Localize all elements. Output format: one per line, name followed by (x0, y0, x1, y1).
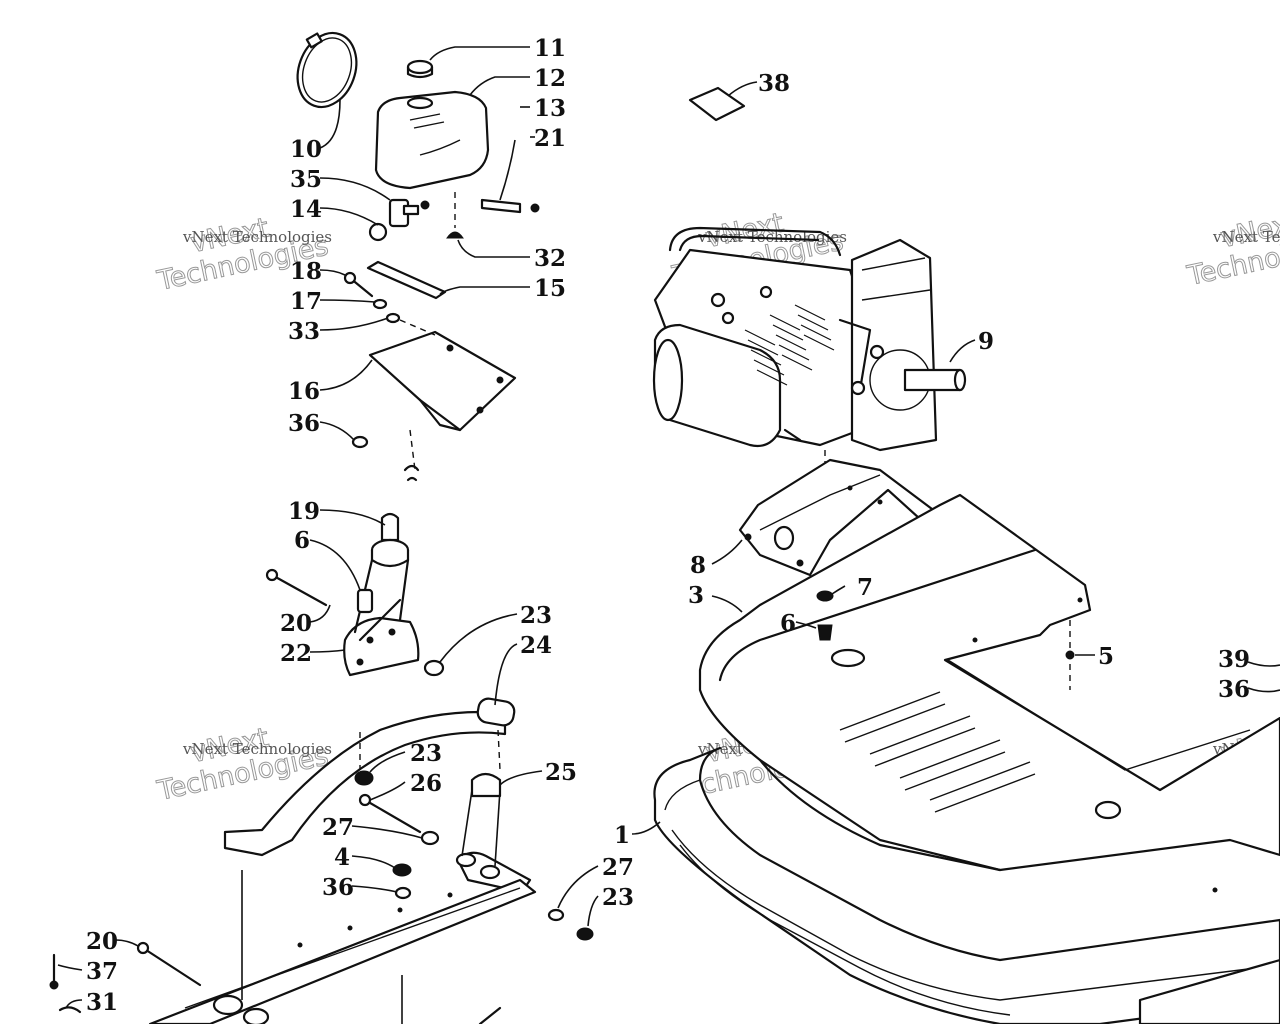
part-tank-cap (406, 59, 434, 79)
part-hose-clamp (296, 31, 358, 109)
part-hardware-mid (354, 770, 440, 900)
watermark-small: vNext Technologies (1212, 228, 1280, 246)
callout-27: 27 (602, 854, 634, 881)
part-belly-pan (698, 493, 1280, 872)
part-rivet (49, 953, 82, 1014)
callout-36: 36 (1218, 676, 1250, 703)
callout-7: 7 (857, 574, 873, 601)
callout-24: 24 (520, 632, 552, 659)
callout-16: 16 (288, 378, 320, 405)
part-edge-hardware (1247, 661, 1280, 693)
callout-labels: 11 12 13 21 10 35 14 32 18 15 17 33 16 3… (86, 35, 1250, 1016)
callout-5: 5 (1098, 643, 1114, 670)
callout-36: 36 (288, 410, 320, 437)
part-grommet (446, 192, 464, 239)
callout-35: 35 (290, 166, 322, 193)
callout-33: 33 (288, 318, 320, 345)
callout-6: 6 (780, 610, 796, 637)
callout-20: 20 (86, 928, 118, 955)
part-clamp-block (455, 772, 532, 894)
callout-18: 18 (290, 258, 322, 285)
callout-14: 14 (290, 196, 322, 223)
part-washer-nut (547, 908, 594, 941)
callout-13: 13 (534, 95, 566, 122)
part-bolt (343, 271, 374, 298)
part-long-bolt (265, 568, 328, 607)
callout-23: 23 (520, 602, 552, 629)
part-mount-bracket (343, 512, 420, 677)
callout-20: 20 (280, 610, 312, 637)
leader-lines (57, 46, 1095, 1009)
part-mount-hardware (816, 590, 834, 641)
part-fitting (368, 198, 430, 242)
callout-25: 25 (545, 759, 577, 786)
callout-26: 26 (410, 770, 442, 797)
callout-21: 21 (534, 125, 566, 152)
callout-31: 31 (86, 989, 118, 1016)
engine-cooling-fins (744, 304, 835, 386)
callout-36: 36 (322, 874, 354, 901)
part-engine (652, 226, 967, 530)
callout-8: 8 (690, 552, 706, 579)
watermark-small: vNext Technologies (182, 740, 332, 758)
part-clip (530, 203, 540, 213)
callout-17: 17 (290, 288, 322, 315)
part-oil-hose (480, 139, 522, 214)
callout-39: 39 (1218, 646, 1250, 673)
part-rivet (1065, 620, 1075, 690)
watermark-small: vNext Technologies (182, 228, 332, 246)
callout-3: 3 (688, 582, 704, 609)
callout-10: 10 (290, 136, 322, 163)
part-chassis-frame (653, 746, 1280, 1024)
part-slide-rail (223, 697, 516, 857)
callout-27: 27 (322, 814, 354, 841)
part-tank-bracket (368, 319, 517, 471)
part-oil-tank (374, 90, 490, 190)
callout-9: 9 (978, 328, 994, 355)
part-small-bolt (356, 588, 374, 614)
part-skid-rail (148, 870, 537, 1024)
callout-23: 23 (410, 740, 442, 767)
callout-23: 23 (602, 884, 634, 911)
callout-37: 37 (86, 958, 118, 985)
part-decal (688, 86, 746, 122)
callout-22: 22 (280, 640, 312, 667)
callout-11: 11 (534, 35, 566, 62)
callout-15: 15 (534, 275, 566, 302)
part-long-bolt (136, 941, 202, 987)
callout-32: 32 (534, 245, 566, 272)
callout-12: 12 (534, 65, 566, 92)
part-foam-strip (366, 260, 447, 300)
part-nut (423, 659, 445, 677)
callout-1: 1 (614, 822, 630, 849)
callout-38: 38 (758, 70, 790, 97)
callout-4: 4 (334, 844, 350, 871)
belly-pan-vents (839, 691, 1036, 813)
callout-19: 19 (288, 498, 320, 525)
callout-6: 6 (294, 527, 310, 554)
part-nut (351, 435, 420, 482)
